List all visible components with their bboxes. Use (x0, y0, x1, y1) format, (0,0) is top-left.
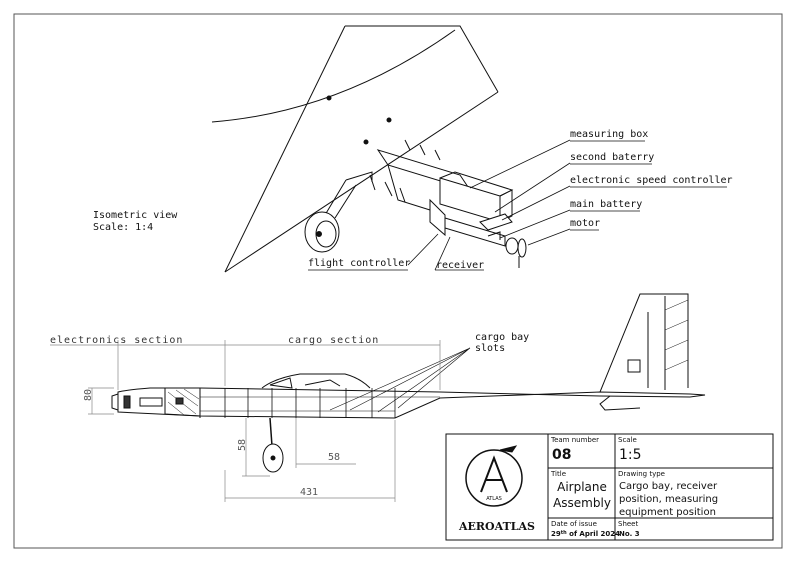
drawing-type-line-3: equipment position (619, 507, 716, 518)
leader-cargo-slots (329, 347, 471, 413)
logo-text: ATLAS (486, 496, 502, 502)
drawing-type-line-2: position, measuring (619, 494, 718, 505)
wing-hole (326, 95, 332, 101)
callout-second-battery: second baterry (570, 152, 654, 163)
cargo-section-label: cargo section (288, 335, 379, 346)
iso-view-label: Isometric view (93, 210, 178, 221)
dim-58-vertical (242, 418, 270, 477)
motor-body (505, 237, 519, 255)
dim-431 (224, 420, 396, 502)
drawing-type-label: Drawing type (618, 470, 665, 478)
logo-ring (465, 449, 523, 507)
leader-esc (501, 185, 571, 221)
motor-mount (517, 238, 527, 258)
dim-431-text: 431 (300, 487, 318, 498)
motor-side (123, 395, 131, 409)
side-gear-strut (269, 417, 273, 447)
esc-side (139, 397, 163, 407)
side-gear-axle (270, 455, 276, 461)
sheet-label: Sheet (618, 520, 638, 528)
wing-hole (386, 117, 392, 123)
wing-hole (363, 139, 369, 145)
dim-80-text: 80 (83, 389, 94, 401)
iso-frame-ribs (369, 174, 406, 203)
tail-servo (627, 359, 641, 373)
battery-tray (444, 217, 506, 247)
title-block-grid (547, 434, 773, 540)
vertical-stabilizer (599, 293, 689, 393)
dim-80 (88, 387, 114, 415)
dim-58-horizontal (295, 418, 356, 468)
canopy-window (269, 377, 293, 389)
nose-cone (111, 393, 119, 411)
dim-58-horizontal-text: 58 (328, 452, 340, 463)
callout-flight-controller: flight controller (308, 258, 410, 269)
scale-label: Scale (618, 436, 637, 444)
date-label: Date of issue (551, 520, 597, 528)
leader-main-battery (499, 209, 571, 239)
scale-value: 1:5 (619, 447, 642, 463)
main-battery-edge (487, 231, 501, 240)
wing-tip (345, 25, 499, 93)
logo-a (480, 455, 508, 493)
date-value: 29th of April 2024 (551, 530, 620, 538)
iso-frame-side (387, 164, 431, 211)
leader-receiver (434, 236, 451, 271)
landing-gear-axle (316, 231, 322, 237)
callout-motor: motor (570, 218, 600, 229)
tail-skid (599, 395, 641, 411)
company-name: AEROATLAS (458, 520, 535, 533)
flight-controller-body (429, 198, 446, 237)
receiver-side (175, 397, 184, 405)
wing-trailing-edge (224, 91, 499, 273)
isometric-view (211, 25, 727, 273)
team-number-label: Team number (550, 436, 599, 444)
title-block (445, 433, 774, 541)
cargo-bay-slots-label-2: slots (475, 343, 505, 354)
drawing-type-line-1: Cargo bay, receiver (619, 481, 718, 492)
title-line-1: Airplane (557, 480, 607, 494)
fuselage-outline (117, 387, 706, 419)
dimensions (50, 340, 441, 502)
rudder-hatch (664, 299, 689, 371)
callout-main-battery: main battery (570, 199, 642, 210)
canopy (261, 373, 371, 389)
logo-plane-icon (499, 445, 518, 453)
leader-flight-controller (407, 233, 439, 266)
wing-curve (211, 29, 456, 123)
dim-58-vertical-text: 58 (237, 439, 248, 451)
measuring-box-body (439, 177, 501, 223)
title-line-2: Assembly (553, 496, 611, 510)
landing-gear-strut (324, 179, 357, 219)
callout-esc: electronic speed controller (570, 175, 733, 186)
canopy-window (304, 379, 341, 387)
cargo-bay-slots-label-1: cargo bay (475, 332, 529, 343)
side-view (111, 293, 706, 473)
electronics-section-label: electronics section (50, 335, 183, 346)
esc-module (479, 213, 513, 231)
leader-measuring-box (469, 139, 571, 189)
leader-second-battery (494, 162, 571, 213)
wing-leading-edge (224, 25, 346, 273)
callout-receiver: receiver (436, 260, 484, 271)
title-block-frame (445, 433, 774, 541)
callout-measuring-box: measuring box (570, 129, 648, 140)
title-label: Title (550, 470, 566, 478)
iso-scale-label: Scale: 1:4 (93, 222, 153, 233)
leader-motor (527, 228, 571, 246)
team-number: 08 (552, 447, 571, 463)
dim-extension (117, 340, 441, 390)
battery-side (164, 387, 201, 417)
landing-gear-mount (345, 171, 373, 182)
sheet-value: No. 3 (619, 530, 640, 538)
sheet-border (13, 13, 783, 549)
iso-frame-ribs (404, 139, 441, 161)
